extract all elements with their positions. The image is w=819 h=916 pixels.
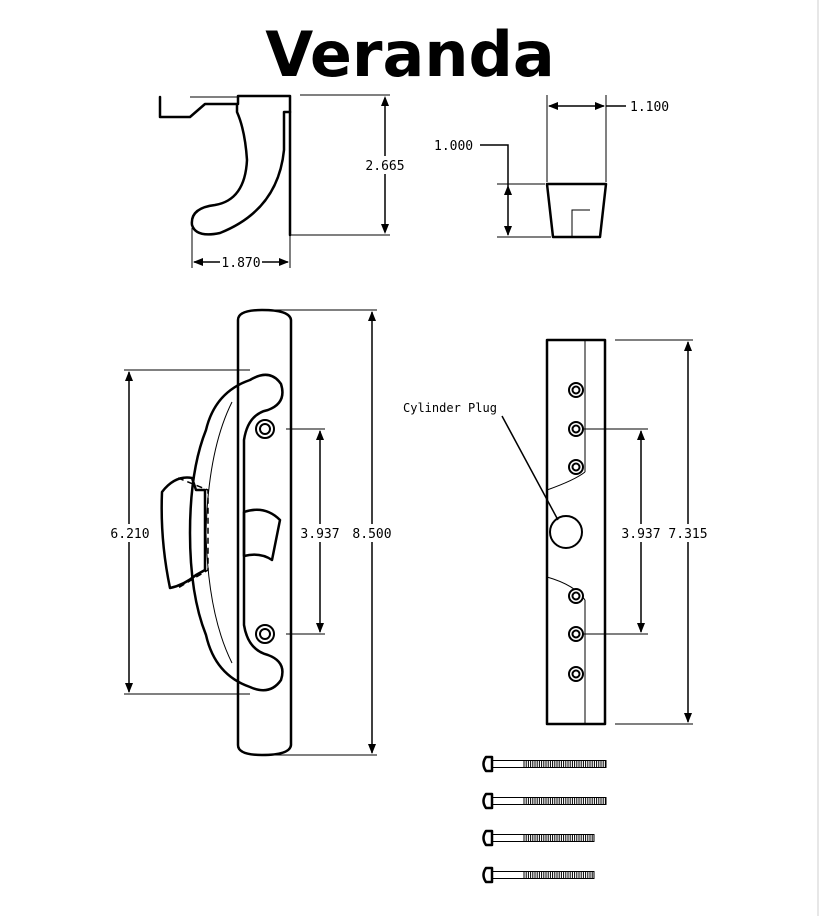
screw-head [482, 829, 494, 847]
front-hole-arrow-top [316, 430, 324, 440]
front-thumb-lever-hidden [177, 477, 209, 589]
front-thumb-lever [160, 476, 207, 590]
cylinder-plug-leader [501, 415, 559, 521]
screw-threads [523, 760, 606, 768]
back-hole-4-inner [571, 591, 581, 601]
end-depth-label: 1.100 [630, 100, 669, 115]
side-width-label: 1.870 [221, 256, 260, 271]
end-height-arrow-top [504, 185, 512, 195]
mounting-screws [482, 755, 607, 884]
back-plate-outline [545, 338, 607, 726]
screw-shaft [491, 797, 607, 805]
grip-span-label: 6.210 [110, 527, 149, 542]
overall-label-bg [350, 524, 394, 542]
screw-head [482, 866, 494, 884]
side-height-label: 2.665 [365, 159, 404, 174]
screw-threads [523, 871, 593, 879]
screw-head [482, 792, 494, 810]
overall-label: 8.500 [352, 527, 391, 542]
grip-span-label-bg [108, 524, 152, 542]
screw-1 [482, 755, 607, 773]
back-hole-3-inner [571, 462, 581, 472]
end-view-inner-notch [571, 209, 590, 237]
back-hole-label: 3.937 [621, 527, 660, 542]
end-depth-arrow-left [548, 102, 558, 110]
screw-head [482, 755, 494, 773]
end-depth-arrow-right [595, 102, 605, 110]
screw-2 [482, 792, 607, 810]
end-view-outline [545, 182, 608, 239]
back-hole-1-inner [571, 385, 581, 395]
side-width-arrow-right [279, 258, 289, 266]
back-hole-2-inner [571, 424, 581, 434]
end-height-arrow-bottom [504, 226, 512, 236]
front-hole-arrow-bottom [316, 623, 324, 633]
side-height-arrow-top [381, 96, 389, 106]
overall-arrow-top [368, 311, 376, 321]
side-height-arrow-bottom [381, 224, 389, 234]
screw-shaft [491, 760, 607, 768]
side-height-label-bg [362, 156, 408, 174]
screw-threads [523, 834, 593, 842]
screw-3 [482, 829, 595, 847]
side-width-arrow-left [193, 258, 203, 266]
end-height-label: 1.000 [434, 139, 473, 154]
back-hole-label-bg [619, 524, 663, 542]
back-plate-upper-notch [546, 471, 586, 491]
back-hole-arrow-bottom [637, 623, 645, 633]
grip-span-arrow-bottom [125, 683, 133, 693]
cylinder-plug-hole [549, 515, 583, 549]
screw-shaft [491, 834, 595, 842]
side-profile-outline [158, 94, 292, 236]
back-hole-arrow-top [637, 430, 645, 440]
end-height-leader [480, 144, 509, 186]
screw-threads [523, 797, 606, 805]
end-view: 1.100 1.000 [434, 95, 669, 239]
overall-arrow-bottom [368, 744, 376, 754]
front-thumb-latch [242, 508, 282, 562]
back-hole-6-inner [571, 669, 581, 679]
front-view: 6.210 3.937 8.500 [108, 308, 394, 757]
page-title: Veranda [265, 18, 554, 91]
back-plate-arrow-top [684, 341, 692, 351]
front-escutcheon [236, 308, 293, 757]
grip-span-arrow-top [125, 371, 133, 381]
front-grip-inner-line [205, 401, 233, 664]
back-plate-arrow-bottom [684, 713, 692, 723]
screw-shaft [491, 871, 595, 879]
front-hole-label-bg [298, 524, 342, 542]
front-hole-label: 3.937 [300, 527, 339, 542]
back-plate-label: 7.315 [668, 527, 707, 542]
cylinder-plug-label: Cylinder Plug [403, 401, 497, 415]
side-profile-view: 2.665 1.870 [158, 94, 408, 271]
back-plate-view: Cylinder Plug 3.937 7.315 [403, 338, 710, 726]
back-plate-label-bg [666, 524, 710, 542]
front-top-screw-hole-inner [259, 423, 271, 435]
back-hole-5-inner [571, 629, 581, 639]
screw-4 [482, 866, 595, 884]
front-bottom-screw-hole-inner [259, 628, 271, 640]
side-width-label-bg [220, 254, 262, 270]
